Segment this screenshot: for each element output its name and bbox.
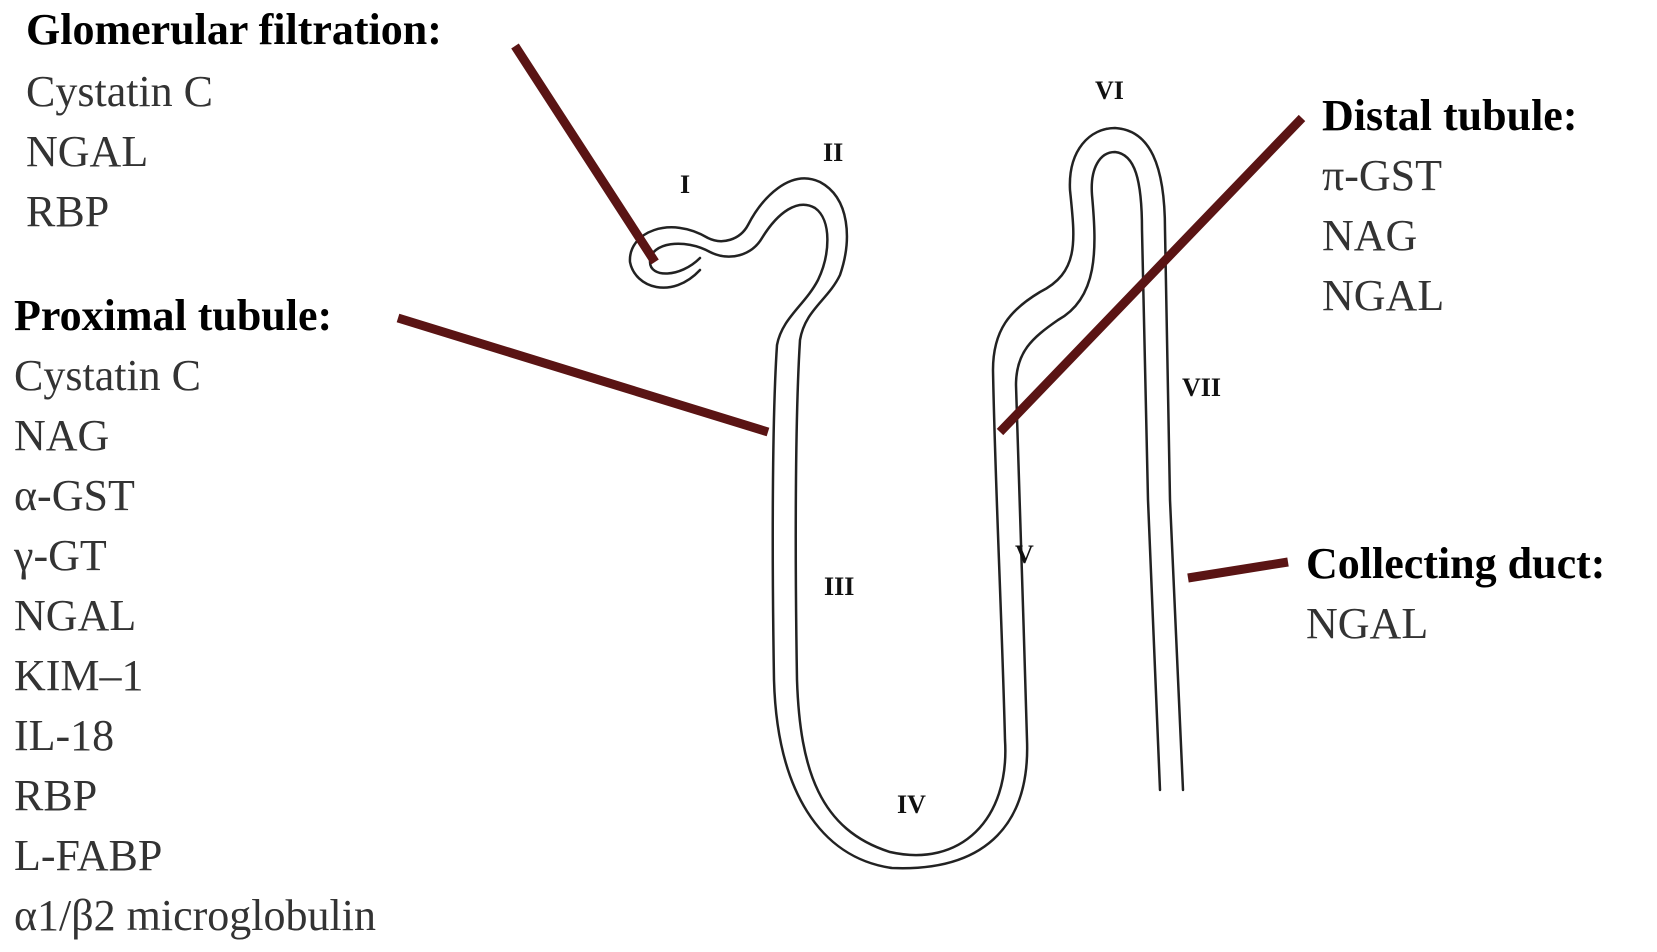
segment-label-ii: II bbox=[823, 138, 843, 168]
proximal-tubule-group: Proximal tubule: Cystatin C NAG α-GST γ-… bbox=[14, 292, 376, 946]
leader-line-proximal bbox=[398, 318, 768, 432]
marker-item: KIM–1 bbox=[14, 646, 376, 706]
nephron-outer-wall bbox=[630, 128, 1183, 855]
marker-item: IL-18 bbox=[14, 706, 376, 766]
glomerular-filtration-group: Glomerular filtration: Cystatin C NGAL R… bbox=[26, 6, 442, 242]
marker-item: NGAL bbox=[14, 586, 376, 646]
marker-item: γ-GT bbox=[14, 526, 376, 586]
marker-item: NAG bbox=[1322, 206, 1577, 266]
segment-label-iv: IV bbox=[897, 790, 926, 820]
marker-item: Cystatin C bbox=[14, 346, 376, 406]
segment-label-iii: III bbox=[824, 572, 854, 602]
segment-label-v: V bbox=[1015, 540, 1034, 570]
leader-line-distal bbox=[1000, 118, 1302, 432]
segment-label-i: I bbox=[680, 170, 690, 200]
leader-line-glomerular bbox=[515, 46, 655, 262]
marker-item: NGAL bbox=[1322, 266, 1577, 326]
proximal-marker-list: Cystatin C NAG α-GST γ-GT NGAL KIM–1 IL-… bbox=[14, 346, 376, 946]
distal-marker-list: π-GST NAG NGAL bbox=[1322, 146, 1577, 326]
collecting-duct-title: Collecting duct: bbox=[1306, 540, 1605, 588]
marker-item: RBP bbox=[14, 766, 376, 826]
distal-tubule-title: Distal tubule: bbox=[1322, 92, 1577, 140]
segment-label-vii: VII bbox=[1182, 373, 1221, 403]
nephron-inner-wall bbox=[650, 152, 1160, 868]
distal-tubule-group: Distal tubule: π-GST NAG NGAL bbox=[1322, 92, 1577, 326]
collecting-marker-list: NGAL bbox=[1306, 594, 1605, 654]
marker-item: RBP bbox=[26, 182, 442, 242]
marker-item: NAG bbox=[14, 406, 376, 466]
glomerular-filtration-title: Glomerular filtration: bbox=[26, 6, 442, 54]
collecting-duct-group: Collecting duct: NGAL bbox=[1306, 540, 1605, 654]
marker-item: Cystatin C bbox=[26, 62, 442, 122]
segment-label-vi: VI bbox=[1095, 76, 1124, 106]
glomerular-marker-list: Cystatin C NGAL RBP bbox=[26, 62, 442, 242]
marker-item: L-FABP bbox=[14, 826, 376, 886]
leader-line-collecting bbox=[1188, 562, 1288, 578]
marker-item: α-GST bbox=[14, 466, 376, 526]
marker-item: α1/β2 microglobulin bbox=[14, 886, 376, 946]
proximal-tubule-title: Proximal tubule: bbox=[14, 292, 376, 340]
marker-item: NGAL bbox=[1306, 594, 1605, 654]
marker-item: NGAL bbox=[26, 122, 442, 182]
marker-item: π-GST bbox=[1322, 146, 1577, 206]
